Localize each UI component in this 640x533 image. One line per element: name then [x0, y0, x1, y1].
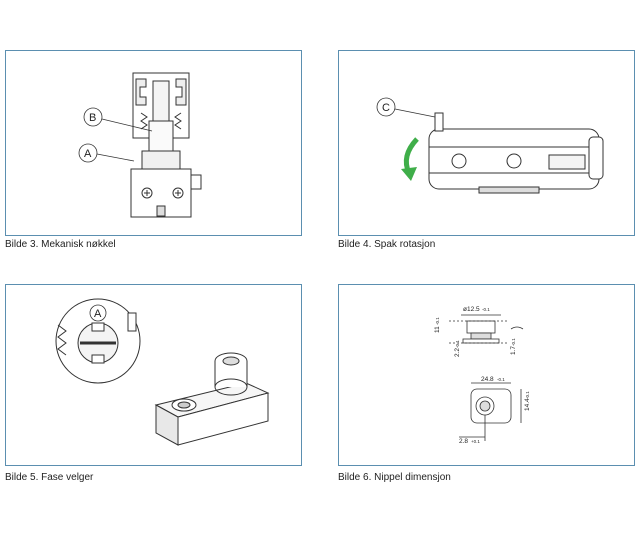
dim-width: 24.8 [481, 376, 494, 383]
dim-flange-tol: -0.1 [455, 340, 460, 348]
dim-offset: 1.7 [510, 346, 517, 355]
dim-height: 11 [434, 326, 441, 333]
callout-c-label: C [382, 102, 390, 114]
figure-4-caption: Bilde 4. Spak rotasjon [338, 239, 436, 250]
figure-3-panel: B A [5, 50, 302, 236]
dim-diameter-tol: -0.1 [482, 307, 490, 312]
dim-edge-tol: +0.1 [471, 439, 480, 444]
callout-b-label: B [89, 112, 96, 124]
figure-6-caption: Bilde 6. Nippel dimensjon [338, 472, 451, 483]
dim-offset-tol: -0.1 [511, 338, 516, 346]
lever-rotation-drawing: C [376, 97, 604, 194]
dim-depth: 14.4 [524, 398, 531, 411]
mechanical-key-drawing: B A [78, 72, 202, 218]
figure-4-panel: C [338, 50, 635, 236]
dim-height-tol: -0.1 [435, 317, 440, 325]
dim-flange: 2.2 [454, 348, 461, 357]
figure-5-panel: A [5, 284, 302, 466]
figure-5-caption: Bilde 5. Fase velger [5, 472, 94, 483]
callout-a-label: A [84, 148, 92, 160]
nipple-dimension-drawing: ø12.5 -0.1 11 -0.1 2.2 -0.1 1.7 -0.1 24.… [434, 306, 531, 445]
dim-depth-tol: -0.1 [525, 391, 530, 399]
dim-diameter: ø12.5 [463, 306, 480, 313]
figure-3-caption: Bilde 3. Mekanisk nøkkel [5, 239, 116, 250]
phase-selector-drawing: A [55, 298, 270, 446]
figure-6-panel: ø12.5 -0.1 11 -0.1 2.2 -0.1 1.7 -0.1 24.… [338, 284, 635, 466]
dim-width-tol: -0.1 [497, 377, 505, 382]
dim-edge: 2.8 [459, 438, 468, 445]
callout-a-label-fig5: A [94, 308, 102, 320]
